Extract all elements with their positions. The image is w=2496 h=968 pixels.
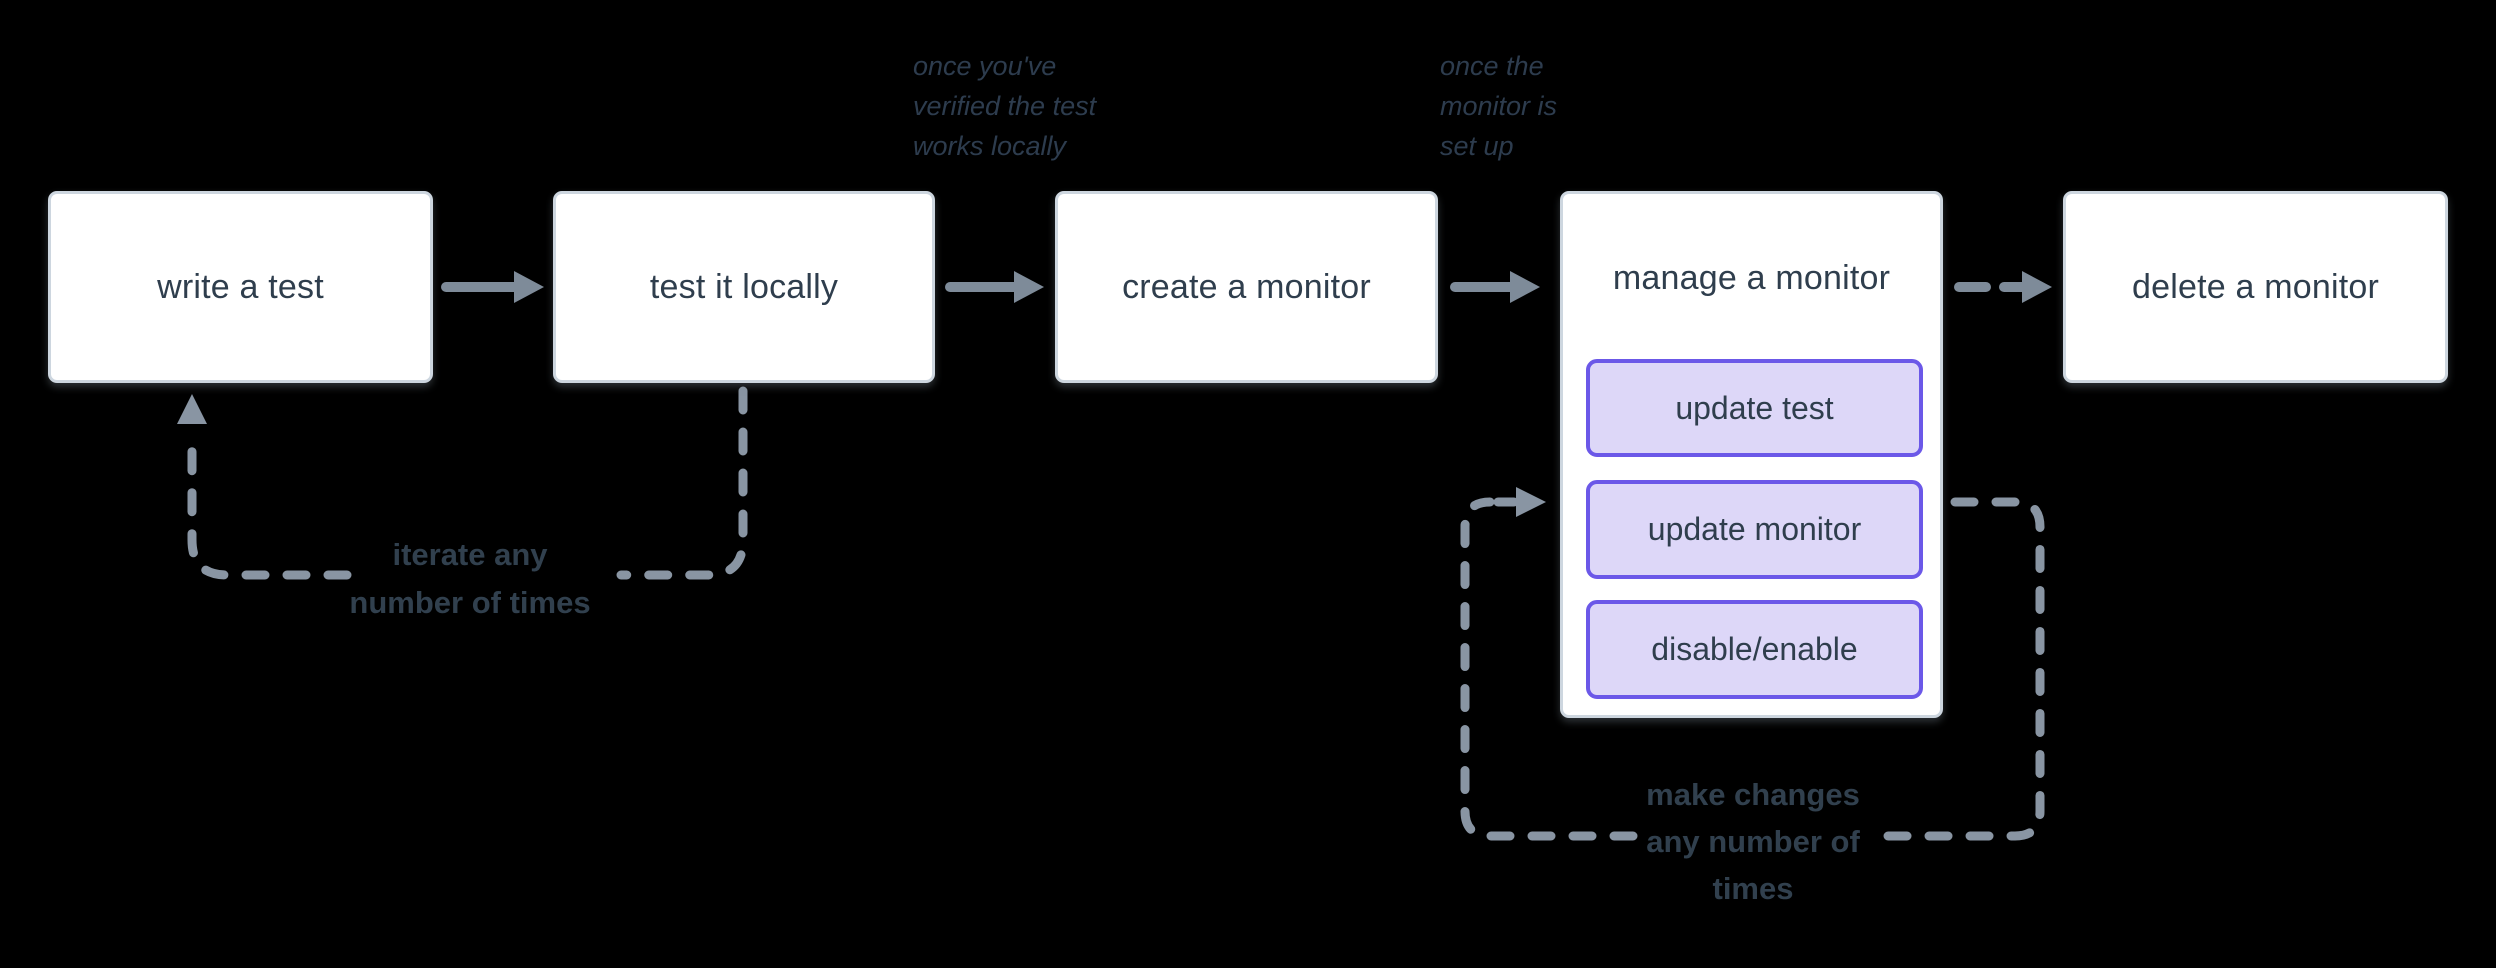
loop-label-line: make changes (1646, 777, 1860, 812)
loop-label-line: number of times (349, 585, 591, 620)
edge-note-once-set-up: once the monitor is set up (1440, 46, 1557, 166)
arrow-manage-to-delete (1954, 271, 2052, 303)
edge-note-line: monitor is (1440, 91, 1558, 121)
node-label: delete a monitor (2131, 267, 2379, 306)
loop-label-iterate: iterate any number of times (270, 531, 670, 627)
node-delete-a-monitor: delete a monitor (2063, 191, 2448, 383)
sub-action-update-test: update test (1586, 359, 1923, 457)
edge-note-line: works locally (913, 131, 1067, 161)
node-test-it-locally: test it locally (553, 191, 935, 383)
loop-make-changes-arrowhead (1516, 487, 1546, 517)
loop-make-changes (1460, 497, 2045, 841)
node-label-wrap: manage a monitor (1563, 194, 1940, 362)
arrow-test-to-create (945, 271, 1044, 303)
loop-label-line: any number of (1646, 824, 1860, 859)
arrow-write-to-test (441, 271, 544, 303)
sub-action-update-monitor: update monitor (1586, 480, 1923, 579)
node-label: create a monitor (1122, 267, 1371, 306)
loop-iterate (187, 386, 748, 580)
sub-action-disable-enable: disable/enable (1586, 600, 1923, 699)
loop-iterate-arrowhead (177, 394, 207, 424)
edge-note-line: verified the test (913, 91, 1097, 121)
edge-note-line: once the (1440, 51, 1544, 81)
node-label: write a test (157, 267, 324, 306)
node-label: test it locally (649, 267, 839, 306)
node-label: manage a monitor (1612, 258, 1891, 297)
arrow-create-to-manage (1450, 271, 1540, 303)
loop-label-line: times (1712, 871, 1794, 906)
node-create-a-monitor: create a monitor (1055, 191, 1438, 383)
edge-note-line: once you've (913, 51, 1057, 81)
loop-label-make-changes: make changes any number of times (1553, 771, 1953, 912)
edge-note-line: set up (1440, 131, 1514, 161)
edge-note-once-verified: once you've verified the test works loca… (913, 46, 1096, 166)
node-write-a-test: write a test (48, 191, 433, 383)
loop-label-line: iterate any (392, 537, 548, 572)
node-manage-a-monitor: manage a monitor update test update moni… (1560, 191, 1943, 718)
